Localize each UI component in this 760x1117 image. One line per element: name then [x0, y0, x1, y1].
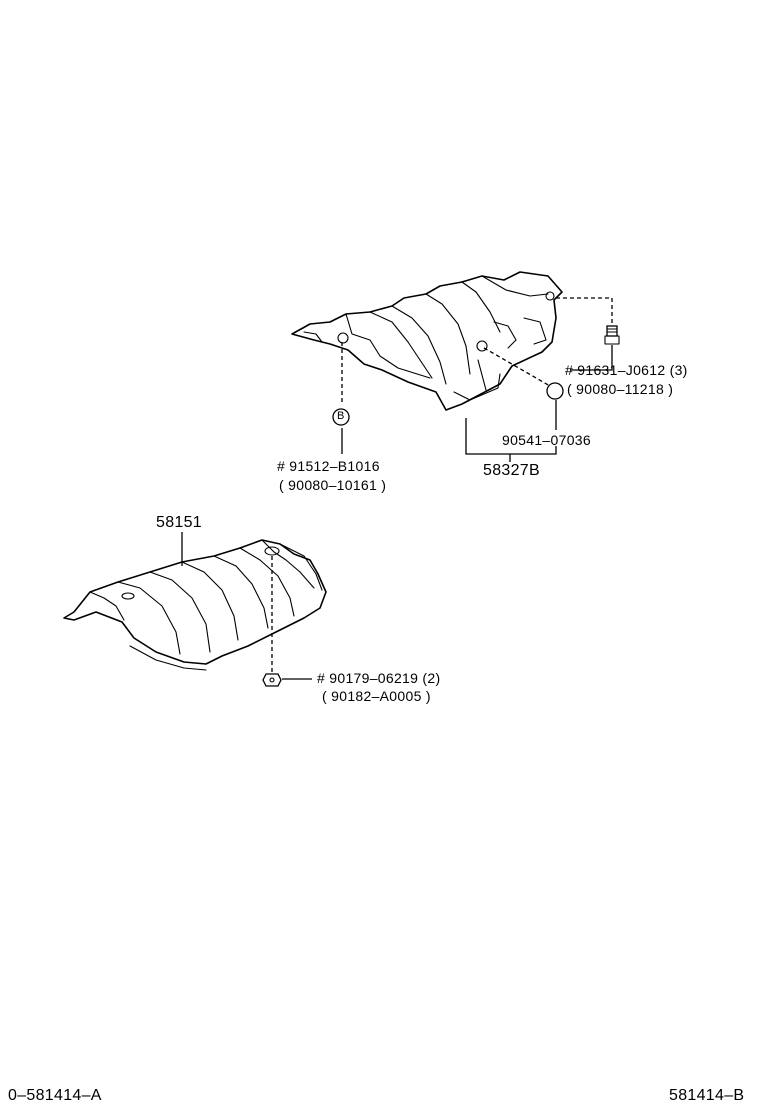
footer-code-right: 581414–B	[669, 1087, 745, 1104]
part-number-90541: 90541–07036	[502, 432, 591, 448]
dashed-line-bolt-91631	[556, 297, 613, 324]
bracket-58327b	[465, 418, 557, 455]
marker-b-icon	[332, 408, 350, 426]
footer-code-left: 0–581414–A	[8, 1087, 102, 1104]
bolt-icon	[604, 325, 620, 345]
part-number-91631: # 91631–J0612 (3)	[565, 362, 688, 378]
part-number-90179: # 90179–06219 (2)	[317, 670, 441, 686]
part-number-90182: ( 90182–A0005 )	[322, 688, 431, 704]
part-number-58151: 58151	[156, 514, 202, 531]
part-number-90080-11218: ( 90080–11218 )	[567, 381, 674, 397]
marker-b-label: B	[337, 410, 345, 422]
heat-insulator-lower	[63, 539, 327, 671]
part-number-58327b: 58327B	[483, 462, 540, 479]
clip-icon	[546, 382, 564, 400]
heat-insulator-upper	[291, 271, 563, 411]
part-number-90080-10161: ( 90080–10161 )	[279, 477, 387, 493]
dashed-line-clip	[483, 347, 551, 387]
nut-icon	[262, 673, 282, 687]
part-number-91512: # 91512–B1016	[277, 458, 380, 474]
leader-91631	[570, 345, 613, 371]
